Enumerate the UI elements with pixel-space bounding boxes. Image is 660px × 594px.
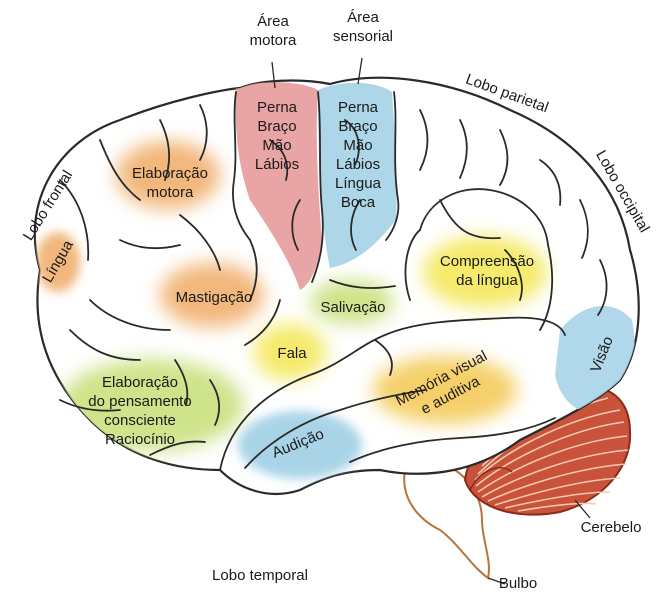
bulbo-label: Bulbo — [490, 574, 546, 593]
mastigacao-label: Mastigação — [162, 288, 266, 307]
salivacao-label: Salivação — [308, 298, 398, 317]
cerebelo-label: Cerebelo — [568, 518, 654, 537]
lobo-temporal-label: Lobo temporal — [190, 566, 330, 585]
fala-label: Fala — [270, 344, 314, 363]
